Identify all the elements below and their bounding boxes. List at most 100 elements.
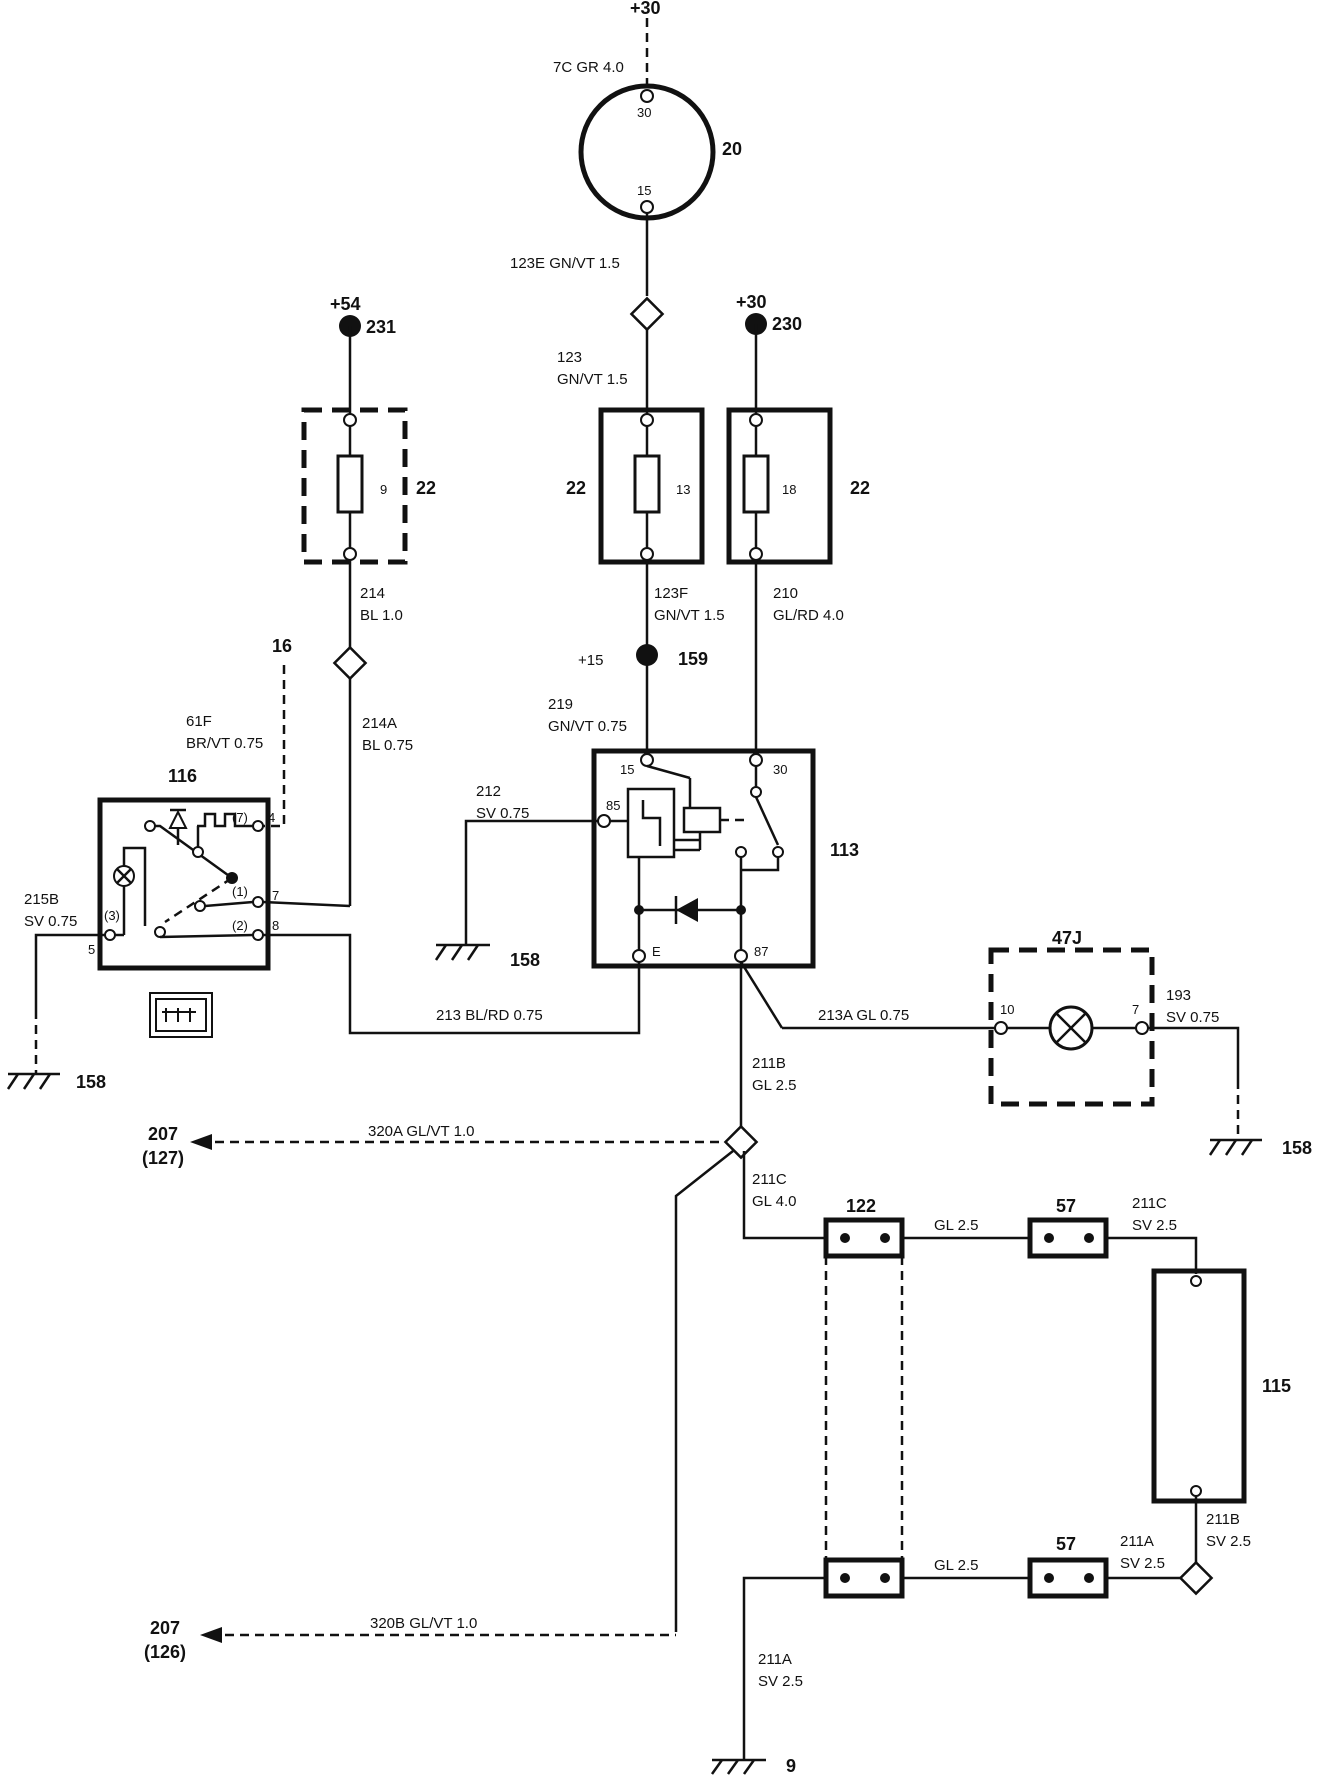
relay-pin-e: E (652, 944, 661, 959)
lamp-47j (739, 947, 1262, 1156)
wire-193-spec: SV 0.75 (1166, 1009, 1219, 1026)
fuse-block-left (301, 315, 408, 906)
wire-212 (434, 819, 598, 961)
supply-plus54: +54 (330, 294, 361, 314)
wire-219-num: 219 (548, 696, 573, 713)
wire-212-spec: SV 0.75 (476, 805, 529, 822)
node-231: 231 (366, 317, 396, 337)
wire-214a-num: 214A (362, 715, 397, 732)
wire-211c-sv (1106, 1236, 1198, 1274)
fuse-22-right-label: 22 (850, 478, 870, 498)
wire-211b-num: 211B (752, 1055, 786, 1072)
fuse-13-num: 13 (676, 482, 690, 497)
lamp-47j-label: 47J (1052, 928, 1082, 948)
connector-57-lower-label: 57 (1056, 1534, 1076, 1554)
switch-pin-3p: (3) (104, 908, 120, 923)
connector-122-label: 122 (846, 1196, 876, 1216)
ground-9: 9 (786, 1756, 796, 1776)
connector-57-upper (1027, 1217, 1109, 1259)
wire-211a-sv-upper-spec: SV 2.5 (1120, 1555, 1165, 1572)
ref-207-bottom: 207 (150, 1618, 180, 1638)
wire-213 (263, 933, 641, 1035)
wire-211c (742, 1151, 826, 1240)
connector-57-upper-label: 57 (1056, 1196, 1076, 1216)
ground-158-mid: 158 (510, 950, 540, 970)
component-20-label: 20 (722, 139, 742, 159)
wire-211c-num: 211C (752, 1171, 787, 1188)
relay-coil (626, 787, 676, 859)
switch-pin-5: 5 (88, 942, 95, 957)
ground-158-left: 158 (76, 1072, 106, 1092)
wire-123-num: 123 (557, 349, 582, 366)
fuse-22-middle-label: 22 (566, 478, 586, 498)
wire-215b-num: 215B (24, 891, 59, 908)
wire-123f-num: 123F (654, 585, 688, 602)
wire-211c-spec: GL 4.0 (752, 1193, 796, 1210)
switch-116 (97, 797, 271, 971)
switch-pin-7p: (7) (232, 810, 248, 825)
ref-207-bottom-sub: (126) (144, 1642, 186, 1662)
ref-207-top-sub: (127) (142, 1148, 184, 1168)
wire-214-spec: BL 1.0 (360, 607, 403, 624)
wire-211c-sv-spec: SV 2.5 (1132, 1217, 1177, 1234)
wire-320a (190, 1134, 726, 1150)
wire-61f-num: 61F (186, 713, 212, 730)
wire-214a-spec: BL 0.75 (362, 737, 413, 754)
wire-61f-spec: BR/VT 0.75 (186, 735, 263, 752)
wire-213a-label: 213A GL 0.75 (818, 1007, 909, 1024)
c20-pin-15: 15 (637, 183, 651, 198)
wire-7c-label: 7C GR 4.0 (553, 59, 624, 76)
heater-115 (1151, 1268, 1247, 1504)
wire-215b (6, 933, 105, 1090)
wire-211b-sv (1178, 1496, 1214, 1596)
fuse-block-right (726, 313, 833, 760)
relay-pin-30: 30 (773, 762, 787, 777)
fuse-9-num: 9 (380, 482, 387, 497)
lamp-pin-7: 7 (1132, 1002, 1139, 1017)
wire-211a-spec: SV 2.5 (758, 1673, 803, 1690)
node-230: 230 (772, 314, 802, 334)
wire-214-num: 214 (360, 585, 385, 602)
wire-123e-label: 123E GN/VT 1.5 (510, 255, 620, 272)
wire-gl25-lower-label: GL 2.5 (934, 1557, 978, 1574)
wire-61f (263, 665, 286, 828)
fuse-block-middle (598, 407, 705, 760)
relay-pin-87: 87 (754, 944, 768, 959)
wire-211c-sv-num: 211C (1132, 1195, 1167, 1212)
relay-113 (591, 748, 816, 969)
relay-pin-15: 15 (620, 762, 634, 777)
supply-top-plus30: +30 (630, 0, 661, 18)
wire-320a-label: 320A GL/VT 1.0 (368, 1123, 474, 1140)
wire-213-label: 213 BL/RD 0.75 (436, 1007, 543, 1024)
supply-plus30: +30 (736, 292, 767, 312)
ref-207-top: 207 (148, 1124, 178, 1144)
node-159: 159 (678, 649, 708, 669)
wire-215b-spec: SV 0.75 (24, 913, 77, 930)
wire-193-num: 193 (1166, 987, 1191, 1004)
wire-211b-sv-spec: SV 2.5 (1206, 1533, 1251, 1550)
heater-115-label: 115 (1262, 1376, 1291, 1396)
wire-320b-label: 320B GL/VT 1.0 (370, 1615, 477, 1632)
wire-gl25-upper-label: GL 2.5 (934, 1217, 978, 1234)
node-16: 16 (272, 636, 292, 656)
wire-211b-sv-num: 211B (1206, 1511, 1240, 1528)
switch-pin-7: 7 (272, 888, 279, 903)
relay-113-label: 113 (830, 840, 859, 860)
wire-210-spec: GL/RD 4.0 (773, 607, 844, 624)
wire-212-num: 212 (476, 783, 501, 800)
rear-defrost-icon (149, 992, 213, 1038)
ground-158-right: 158 (1282, 1138, 1312, 1158)
wire-210-num: 210 (773, 585, 798, 602)
wire-211a-sv-upper-num: 211A (1120, 1533, 1154, 1550)
wire-211b (723, 962, 759, 1160)
wire-211a-num: 211A (758, 1651, 792, 1668)
top-feed (578, 18, 716, 416)
wire-214a (262, 900, 351, 908)
fuse-18-element (742, 454, 770, 514)
wire-320b (200, 1150, 734, 1643)
wire-123-spec: GN/VT 1.5 (557, 371, 628, 388)
switch-pin-1p: (1) (232, 884, 248, 899)
relay-pin-85: 85 (606, 798, 620, 813)
fuse-18-num: 18 (782, 482, 796, 497)
